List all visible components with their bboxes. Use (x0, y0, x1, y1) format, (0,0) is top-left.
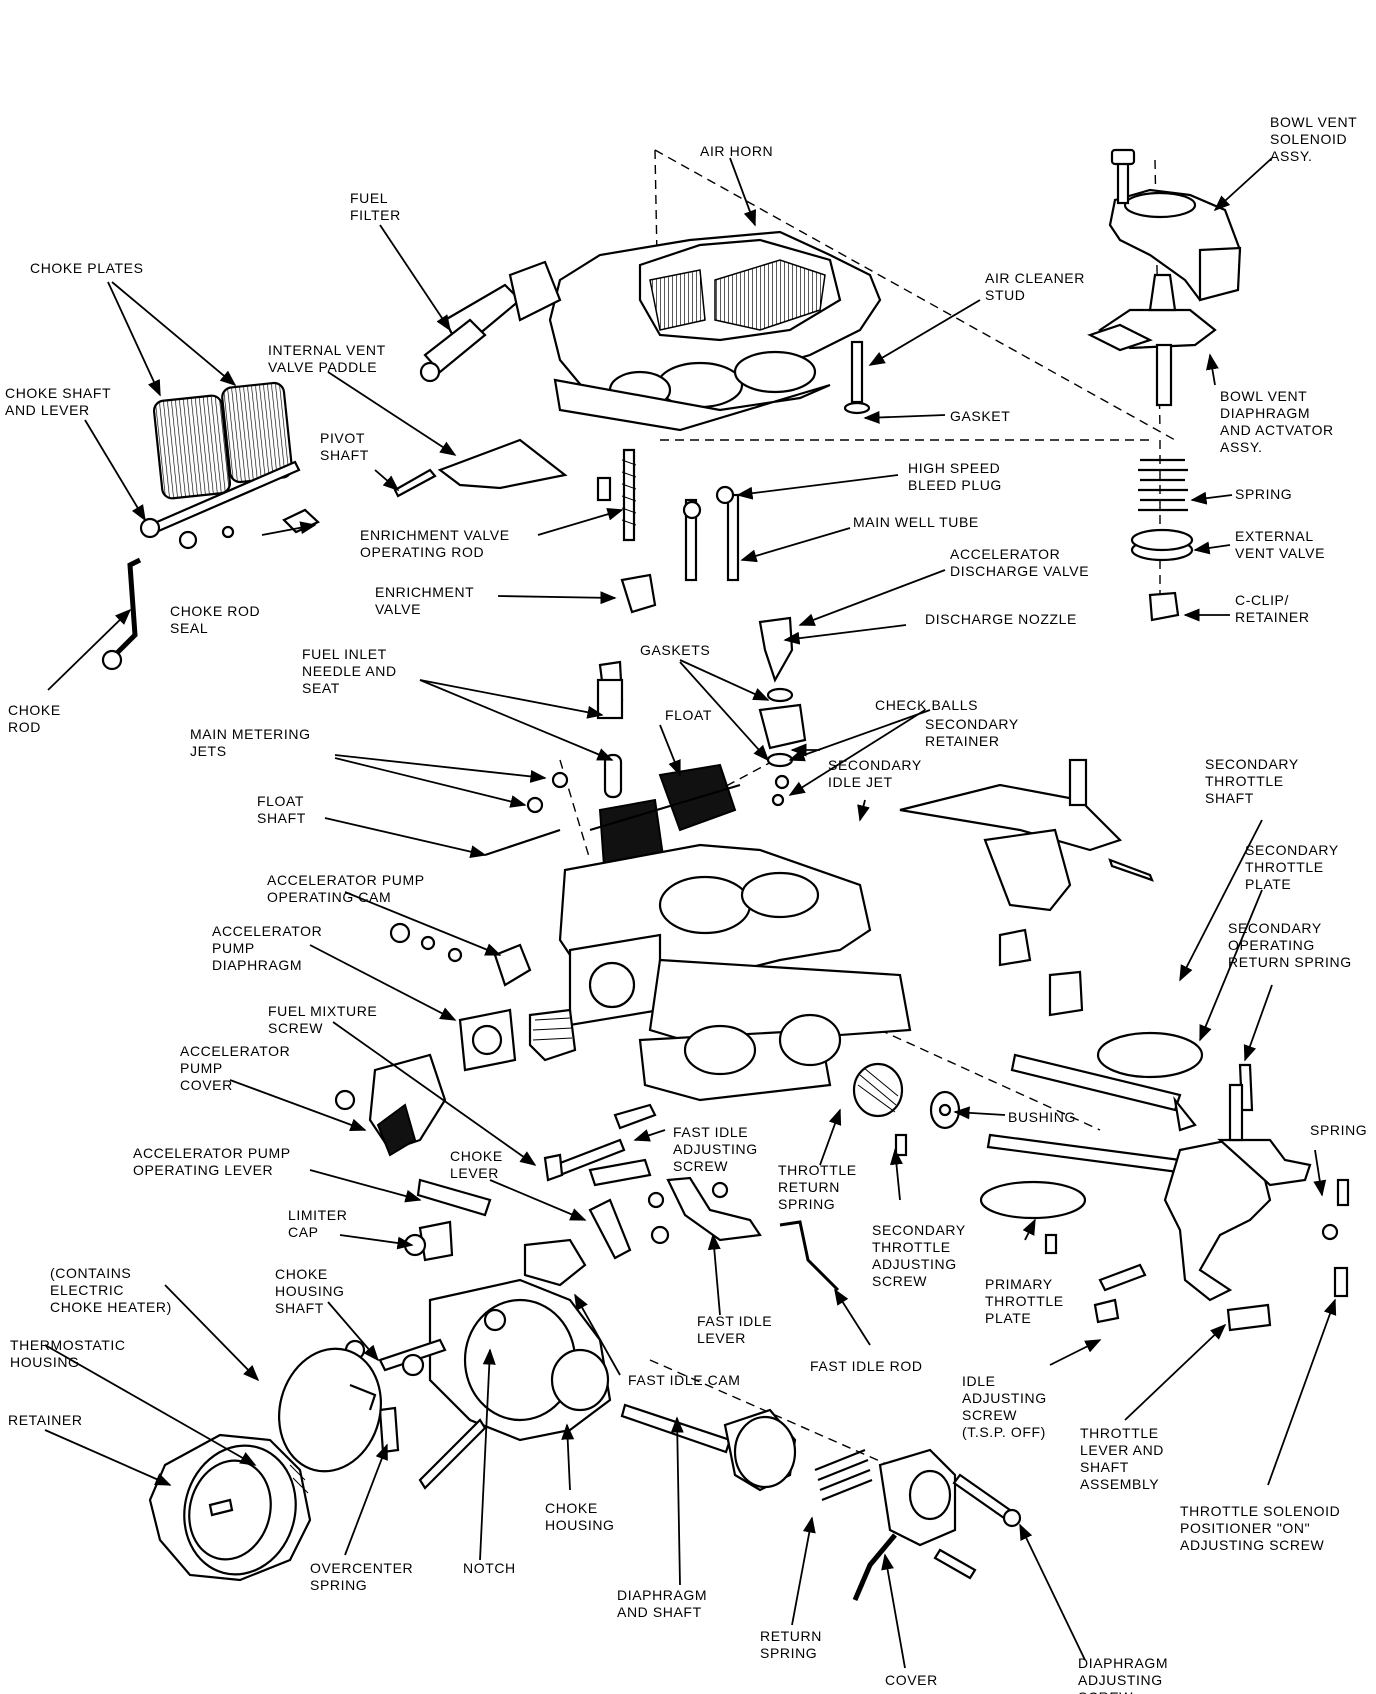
label-fast-idle-lever: FAST IDLE LEVER (697, 1313, 773, 1346)
fast-idle-parts (588, 1158, 840, 1292)
label-return-spring: RETURN SPRING (760, 1628, 822, 1661)
label-high-speed-bleed-plug: HIGH SPEED BLEED PLUG (908, 460, 1002, 493)
bowl-vent-solenoid-part (1108, 148, 1242, 302)
label-secondary-retainer: SECONDARY RETAINER (925, 716, 1019, 749)
label-primary-throttle-plate: PRIMARY THROTTLE PLATE (985, 1276, 1064, 1326)
label-external-vent-valve: EXTERNAL VENT VALVE (1235, 528, 1326, 561)
label-accelerator-discharge-valve: ACCELERATOR DISCHARGE VALVE (950, 546, 1090, 579)
vent-paddle-part (393, 438, 568, 498)
label-float: FLOAT (665, 707, 713, 723)
label-choke-rod-seal: CHOKE ROD SEAL (170, 603, 261, 636)
label-spring-top: SPRING (1235, 486, 1293, 502)
label-fuel-inlet-needle: FUEL INLET NEEDLE AND SEAT (302, 646, 397, 696)
label-main-metering-jets: MAIN METERING JETS (190, 726, 311, 759)
label-overcenter-spring: OVERCENTER SPRING (310, 1560, 414, 1593)
throttle-lever-assembly-part (979, 1133, 1350, 1332)
label-accel-pump-cover: ACCELERATOR PUMP COVER (180, 1043, 291, 1093)
label-secondary-return-spring: SECONDARY OPERATING RETURN SPRING (1228, 920, 1352, 970)
label-accel-pump-diaphragm: ACCELERATOR PUMP DIAPHRAGM (212, 923, 323, 973)
label-air-horn: AIR HORN (700, 143, 774, 159)
tsp-assembly-parts (620, 1403, 1022, 1601)
label-accel-pump-cam: ACCELERATOR PUMP OPERATING CAM (267, 872, 425, 905)
label-choke-rod: CHOKE ROD (8, 702, 61, 735)
secondary-diaphragm-part (899, 758, 1154, 1017)
label-idle-adjusting-screw: IDLE ADJUSTING SCREW (T.S.P. OFF) (962, 1373, 1047, 1440)
secondary-throttle-parts (1010, 1031, 1254, 1132)
air-horn-part (548, 230, 882, 432)
label-fast-idle-adjusting-screw: FAST IDLE ADJUSTING SCREW (673, 1124, 758, 1174)
label-pivot-shaft: PIVOT SHAFT (320, 430, 369, 463)
label-gasket: GASKET (950, 408, 1011, 424)
label-diaphragm-adjusting-screw: DIAPHRAGM ADJUSTING SCREW (1078, 1655, 1169, 1694)
label-secondary-idle-jet: SECONDARY IDLE JET (828, 757, 922, 790)
label-choke-lever: CHOKE LEVER (450, 1148, 503, 1181)
label-bowl-vent-solenoid: BOWL VENT SOLENOID ASSY. (1270, 114, 1358, 164)
label-fuel-filter: FUEL FILTER (350, 190, 401, 223)
label-throttle-return-spring: THROTTLE RETURN SPRING (778, 1162, 857, 1212)
label-bowl-vent-diaphragm: BOWL VENT DIAPHRAGM AND ACTVATOR ASSY. (1220, 388, 1334, 455)
label-fuel-mixture-screw: FUEL MIXTURE SCREW (268, 1003, 378, 1036)
choke-rod-part (101, 557, 142, 671)
label-secondary-throttle-plate: SECONDARY THROTTLE PLATE (1245, 842, 1339, 892)
air-cleaner-stud-part (843, 340, 871, 415)
label-choke-plates: CHOKE PLATES (30, 260, 144, 276)
label-fast-idle-rod: FAST IDLE ROD (810, 1358, 923, 1374)
main-body-part (558, 843, 912, 1102)
label-discharge-nozzle: DISCHARGE NOZZLE (925, 611, 1077, 627)
label-enrichment-valve: ENRICHMENT VALVE (375, 584, 475, 617)
label-spring-right: SPRING (1310, 1122, 1368, 1138)
label-retainer: RETAINER (8, 1412, 83, 1428)
label-limiter-cap: LIMITER CAP (288, 1207, 348, 1240)
label-throttle-lever-shaft: THROTTLE LEVER AND SHAFT ASSEMBLY (1080, 1425, 1164, 1492)
label-thermostatic-housing: THERMOSTATIC HOUSING (10, 1337, 126, 1370)
label-enrichment-valve-rod: ENRICHMENT VALVE OPERATING ROD (360, 527, 510, 560)
label-diaphragm-shaft: DIAPHRAGM AND SHAFT (617, 1587, 708, 1620)
choke-housing-parts (148, 1238, 612, 1582)
label-secondary-throttle-shaft: SECONDARY THROTTLE SHAFT (1205, 756, 1299, 806)
label-choke-shaft-lever: CHOKE SHAFT AND LEVER (5, 385, 112, 418)
label-throttle-solenoid-screw: THROTTLE SOLENOID POSITIONER "ON" ADJUST… (1180, 1503, 1341, 1553)
label-secondary-throttle-adj-screw: SECONDARY THROTTLE ADJUSTING SCREW (872, 1222, 966, 1289)
accelerator-pump-parts (334, 922, 577, 1217)
label-main-well-tube: MAIN WELL TUBE (853, 514, 979, 530)
label-check-balls: CHECK BALLS (875, 697, 979, 713)
vent-spring-parts (1130, 458, 1194, 622)
label-accel-pump-lever: ACCELERATOR PUMP OPERATING LEVER (133, 1145, 291, 1178)
label-cover: COVER (885, 1672, 938, 1688)
label-air-cleaner-stud: AIR CLEANER STUD (985, 270, 1085, 303)
bowl-vent-diaphragm-part (1087, 273, 1217, 407)
choke-plates-part (139, 381, 320, 550)
label-choke-housing: CHOKE HOUSING (545, 1500, 615, 1533)
fuel-filter-part (419, 260, 562, 383)
enrichment-parts (596, 448, 807, 807)
bushing-return-spring-parts (852, 1062, 1244, 1157)
label-choke-housing-shaft: CHOKE HOUSING SHAFT (275, 1266, 345, 1316)
label-contains-choke-heater: (CONTAINS ELECTRIC CHOKE HEATER) (50, 1265, 172, 1315)
label-fast-idle-cam: FAST IDLE CAM (628, 1372, 741, 1388)
label-bushing: BUSHING (1008, 1109, 1076, 1125)
label-c-clip-retainer: C-CLIP/ RETAINER (1235, 592, 1310, 625)
label-gaskets: GASKETS (640, 642, 711, 658)
leader-lines (44, 157, 1337, 1669)
label-internal-vent-valve-paddle: INTERNAL VENT VALVE PADDLE (268, 342, 386, 375)
label-notch: NOTCH (463, 1560, 516, 1576)
label-float-shaft: FLOAT SHAFT (257, 793, 306, 826)
